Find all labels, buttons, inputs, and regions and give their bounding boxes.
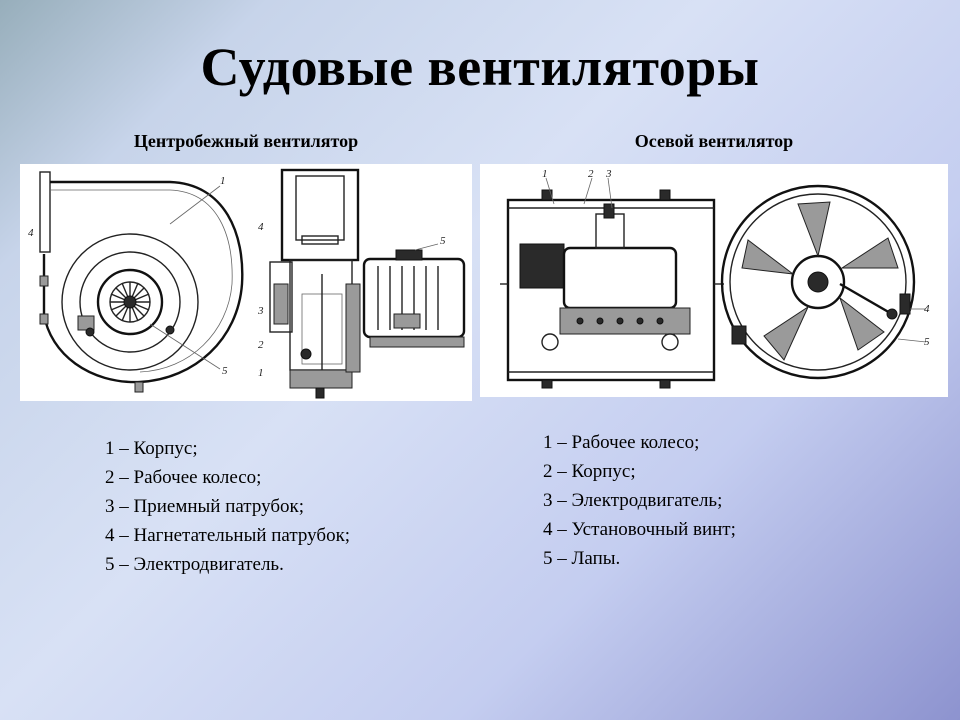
- axial-callout-2: 2: [588, 168, 594, 180]
- axial-callout-3: 3: [605, 168, 612, 180]
- axial-legend-item: 1 – Рабочее колесо;: [543, 432, 700, 453]
- axial-callout-5: 5: [924, 336, 930, 348]
- centrifugal-fan-svg: 1 5 4: [28, 168, 466, 399]
- centrifugal-callout-4: 4: [258, 221, 264, 233]
- axial-fan-drawing: 1 2 3 4 5: [480, 164, 948, 397]
- slide-title: Судовые вентиляторы: [200, 37, 760, 97]
- centrifugal-callout-4-front: 4: [28, 227, 34, 239]
- centrifugal-legend-item: 3 – Приемный патрубок;: [105, 496, 305, 517]
- axial-legend-item: 3 – Электродвигатель;: [543, 490, 723, 511]
- axial-legend-item: 2 – Корпус;: [543, 461, 636, 482]
- centrifugal-legend: 1 – Корпус; 2 – Рабочее колесо; 3 – Прие…: [105, 434, 350, 579]
- axial-legend-item: 4 – Установочный винт;: [543, 519, 736, 540]
- axial-mount-bolts: [576, 317, 664, 325]
- centrifugal-callout-1: 1: [220, 175, 226, 187]
- axial-front-view: 4 5: [720, 184, 930, 380]
- axial-legend-item: 5 – Лапы.: [543, 548, 621, 569]
- centrifugal-callout-5: 5: [440, 235, 446, 247]
- axial-legend: 1 – Рабочее колесо; 2 – Корпус; 3 – Элек…: [543, 428, 736, 573]
- centrifugal-legend-item: 4 – Нагнетательный патрубок;: [105, 525, 351, 546]
- centrifugal-legend-item: 5 – Электродвигатель.: [105, 554, 284, 575]
- centrifugal-callout-1-side: 1: [258, 367, 264, 379]
- axial-fan-svg: 1 2 3 4 5: [500, 168, 930, 389]
- axial-side-view: 1 2 3: [500, 168, 724, 389]
- centrifugal-side-view: 5 4 3 2 1: [257, 168, 466, 399]
- centrifugal-legend-item: 2 – Рабочее колесо;: [105, 467, 262, 488]
- centrifugal-callout-2: 2: [258, 339, 264, 351]
- centrifugal-fan-drawing: 1 5 4: [20, 164, 472, 401]
- axial-blades: [741, 201, 899, 361]
- centrifugal-legend-item: 1 – Корпус;: [105, 438, 198, 459]
- centrifugal-callout-5-front: 5: [222, 365, 228, 377]
- axial-callout-4: 4: [924, 303, 930, 315]
- centrifugal-callout-3: 3: [257, 305, 264, 317]
- axial-heading: Осевой вентилятор: [634, 131, 794, 151]
- centrifugal-heading: Центробежный вентилятор: [133, 131, 359, 151]
- centrifugal-front-view: 1 5 4: [28, 171, 244, 393]
- axial-callout-1: 1: [542, 168, 548, 180]
